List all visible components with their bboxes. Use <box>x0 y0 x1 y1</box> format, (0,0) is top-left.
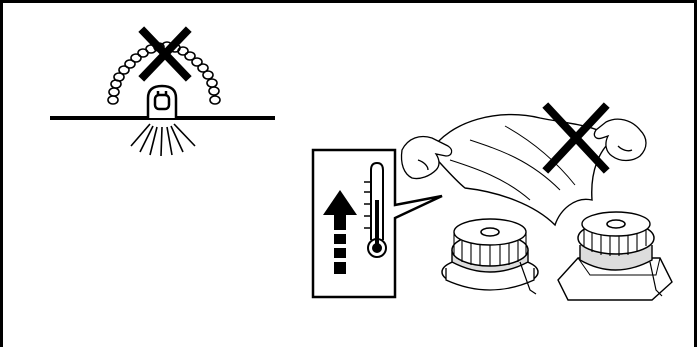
panel-insulation-over-fixture <box>50 26 275 157</box>
prohibition-cross-icon <box>138 26 192 82</box>
driver-unit-square <box>557 211 673 301</box>
driver-unit-round <box>441 218 539 295</box>
fixture-housing <box>146 84 178 118</box>
light-rays <box>130 123 196 157</box>
prohibition-cross-icon <box>542 102 610 174</box>
rising-arrow-icon <box>323 190 357 274</box>
cloth-folds <box>449 125 576 201</box>
left-hand <box>400 135 453 180</box>
thermometer-icon <box>364 161 387 258</box>
right-hand <box>593 118 647 162</box>
panel-heat-callout <box>311 148 443 299</box>
panel-cloth-over-driver <box>400 102 673 301</box>
